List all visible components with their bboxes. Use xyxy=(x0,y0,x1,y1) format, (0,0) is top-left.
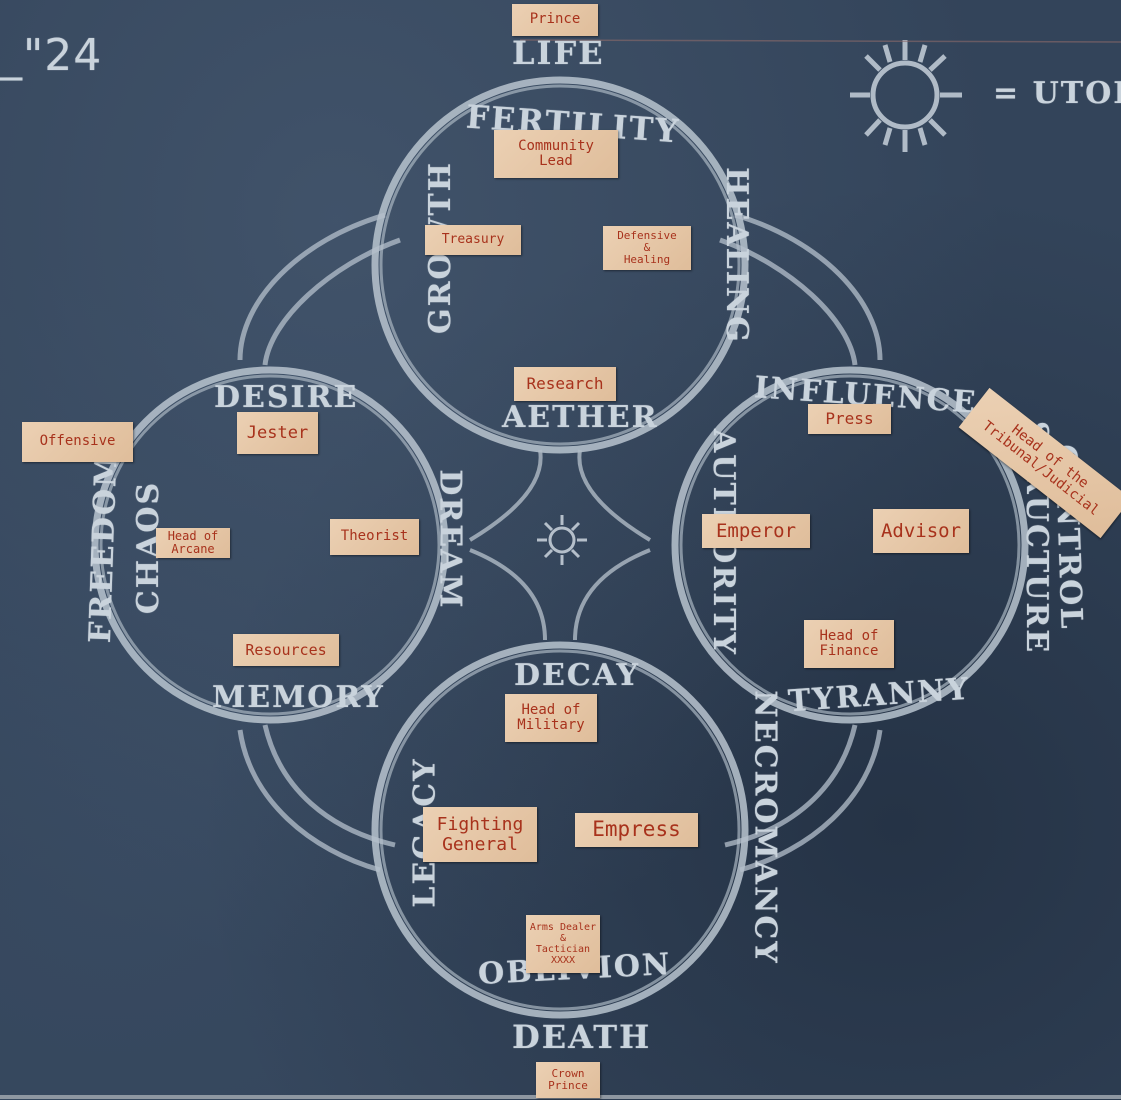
note-offensive[interactable]: Offensive xyxy=(22,422,133,462)
legend-label: = UTOPI xyxy=(993,76,1121,111)
note-jester[interactable]: Jester xyxy=(237,412,318,454)
note-emperor[interactable]: Emperor xyxy=(702,514,810,548)
note-fighting-general[interactable]: Fighting General xyxy=(423,807,537,862)
note-arms-dealer[interactable]: Arms Dealer & Tactician XXXX xyxy=(526,915,600,973)
center-flows xyxy=(468,449,652,641)
label-healing: HEALING xyxy=(718,167,754,344)
center-sun xyxy=(537,515,587,565)
connector-loops xyxy=(237,212,883,873)
circle-right xyxy=(671,366,1029,724)
label-desire: DESIRE xyxy=(214,380,359,415)
note-advisor[interactable]: Advisor xyxy=(873,509,969,553)
note-head-arcane[interactable]: Head of Arcane xyxy=(156,528,230,558)
corner-mark: _"24 xyxy=(0,30,103,81)
label-decay: DECAY xyxy=(514,658,640,693)
circle-top xyxy=(371,76,749,454)
label-memory: MEMORY xyxy=(212,680,385,715)
label-aether: AETHER xyxy=(502,400,659,435)
note-defensive-healing[interactable]: Defensive & Healing xyxy=(603,226,691,270)
circle-left xyxy=(91,366,449,724)
label-necromancy: NECROMANCY xyxy=(747,690,783,965)
note-community-lead[interactable]: Community Lead xyxy=(494,130,618,178)
note-head-military[interactable]: Head of Military xyxy=(505,694,597,742)
outer-label-bottom: DEATH xyxy=(512,1018,652,1056)
note-crown-prince[interactable]: Crown Prince xyxy=(536,1062,600,1098)
sun-icon xyxy=(850,40,962,152)
note-head-finance[interactable]: Head of Finance xyxy=(804,620,894,668)
note-research[interactable]: Research xyxy=(514,367,616,401)
label-dream: DREAM xyxy=(432,469,468,610)
note-treasury[interactable]: Treasury xyxy=(425,225,521,255)
note-empress[interactable]: Empress xyxy=(575,813,698,847)
circle-bottom xyxy=(371,641,749,1019)
note-theorist[interactable]: Theorist xyxy=(330,519,419,555)
outer-label-top: LIFE xyxy=(512,34,605,72)
note-resources[interactable]: Resources xyxy=(233,634,339,666)
note-prince[interactable]: Prince xyxy=(512,4,598,36)
note-press[interactable]: Press xyxy=(808,404,891,434)
outer-label-left: FREEDOM xyxy=(82,451,125,644)
